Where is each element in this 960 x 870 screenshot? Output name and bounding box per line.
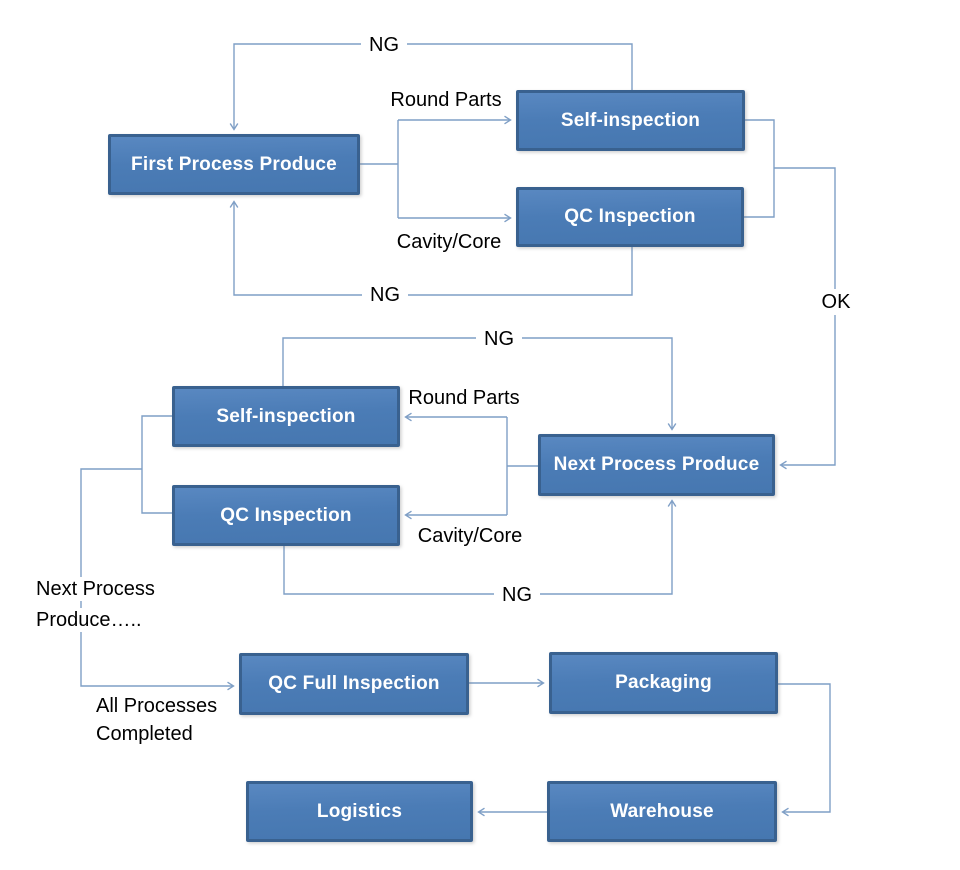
edge-label-all-processes-line1: All Processes (96, 694, 222, 718)
flow-node-next-process-produce: Next Process Produce (538, 434, 775, 496)
flow-node-qc-full-inspection: QC Full Inspection (239, 653, 469, 715)
flow-node-packaging: Packaging (549, 652, 778, 714)
flow-node-warehouse: Warehouse (547, 781, 777, 842)
edge-label-round-parts-next: Round Parts (400, 385, 528, 411)
edge-label-next-process-more-line1: Next Process (36, 577, 159, 601)
flow-node-logistics: Logistics (246, 781, 473, 842)
edge-label-ng-first-qc: NG (362, 282, 408, 308)
flow-node-qc-inspection-2: QC Inspection (172, 485, 400, 546)
edge-label-ng-first-self: NG (361, 32, 407, 58)
flow-node-first-process-produce: First Process Produce (108, 134, 360, 195)
edge-label-ng-next-qc: NG (494, 582, 540, 608)
edge-ng-self1-to-first (229, 43, 633, 131)
edge-label-ok: OK (813, 289, 859, 315)
edge-label-cavity-core-first: Cavity/Core (388, 229, 510, 255)
flow-node-self-inspection-1: Self-inspection (516, 90, 745, 151)
edge-ok-to-next (774, 167, 836, 470)
edge-label-next-process-more-line2: Produce….. (36, 608, 146, 632)
edge-inspect2-bracket (141, 415, 172, 514)
edge-ng-qc2-to-next (283, 499, 677, 595)
edge-label-all-processes-line2: Completed (96, 722, 197, 746)
edge-inspect1-bracket (744, 119, 775, 218)
edge-label-ng-next-self: NG (476, 326, 522, 352)
flow-node-qc-inspection-1: QC Inspection (516, 187, 744, 247)
edge-label-cavity-core-next: Cavity/Core (409, 523, 531, 549)
edge-label-round-parts-first: Round Parts (382, 87, 510, 113)
flow-node-self-inspection-2: Self-inspection (172, 386, 400, 447)
edge-packaging-to-warehouse (778, 683, 831, 817)
edge-ng-qc1-to-first (229, 200, 633, 296)
